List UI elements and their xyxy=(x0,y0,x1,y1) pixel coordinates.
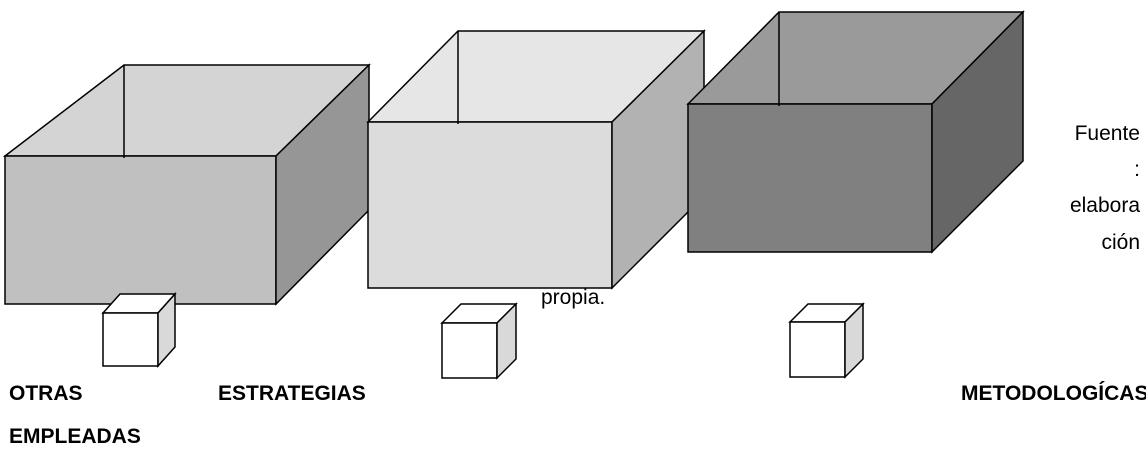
box-estrategias-front xyxy=(367,121,613,289)
box-metodologicas xyxy=(686,10,1025,254)
source-note-line-1: Fuente xyxy=(1074,122,1140,145)
small-cube-3-front xyxy=(789,321,846,378)
label-empleadas: EMPLEADAS xyxy=(9,425,141,448)
box-metodologicas-front xyxy=(687,103,933,253)
small-cube-3-right xyxy=(844,302,864,379)
box-otras xyxy=(2,63,371,306)
small-cube-2 xyxy=(440,302,518,380)
source-note-line-3: elabora xyxy=(1069,194,1140,217)
small-cube-1-front xyxy=(102,312,159,367)
small-cube-2-right xyxy=(496,302,517,380)
label-otras: OTRAS xyxy=(9,382,83,405)
small-cube-1-right xyxy=(157,292,176,368)
label-estrategias: ESTRATEGIAS xyxy=(218,382,366,405)
source-note-line-5: propia. xyxy=(541,286,606,309)
box-estrategias xyxy=(366,29,706,290)
small-cube-1 xyxy=(101,292,177,368)
source-note-line-2: : xyxy=(1134,158,1140,181)
box-metodologicas-right xyxy=(931,10,1024,254)
small-cube-3 xyxy=(788,302,865,379)
small-cube-2-front xyxy=(441,322,498,379)
box-otras-front xyxy=(4,155,277,305)
label-metodologicas: METODOLOGÍCAS xyxy=(961,382,1146,405)
source-note-line-4: ción xyxy=(1101,231,1140,254)
